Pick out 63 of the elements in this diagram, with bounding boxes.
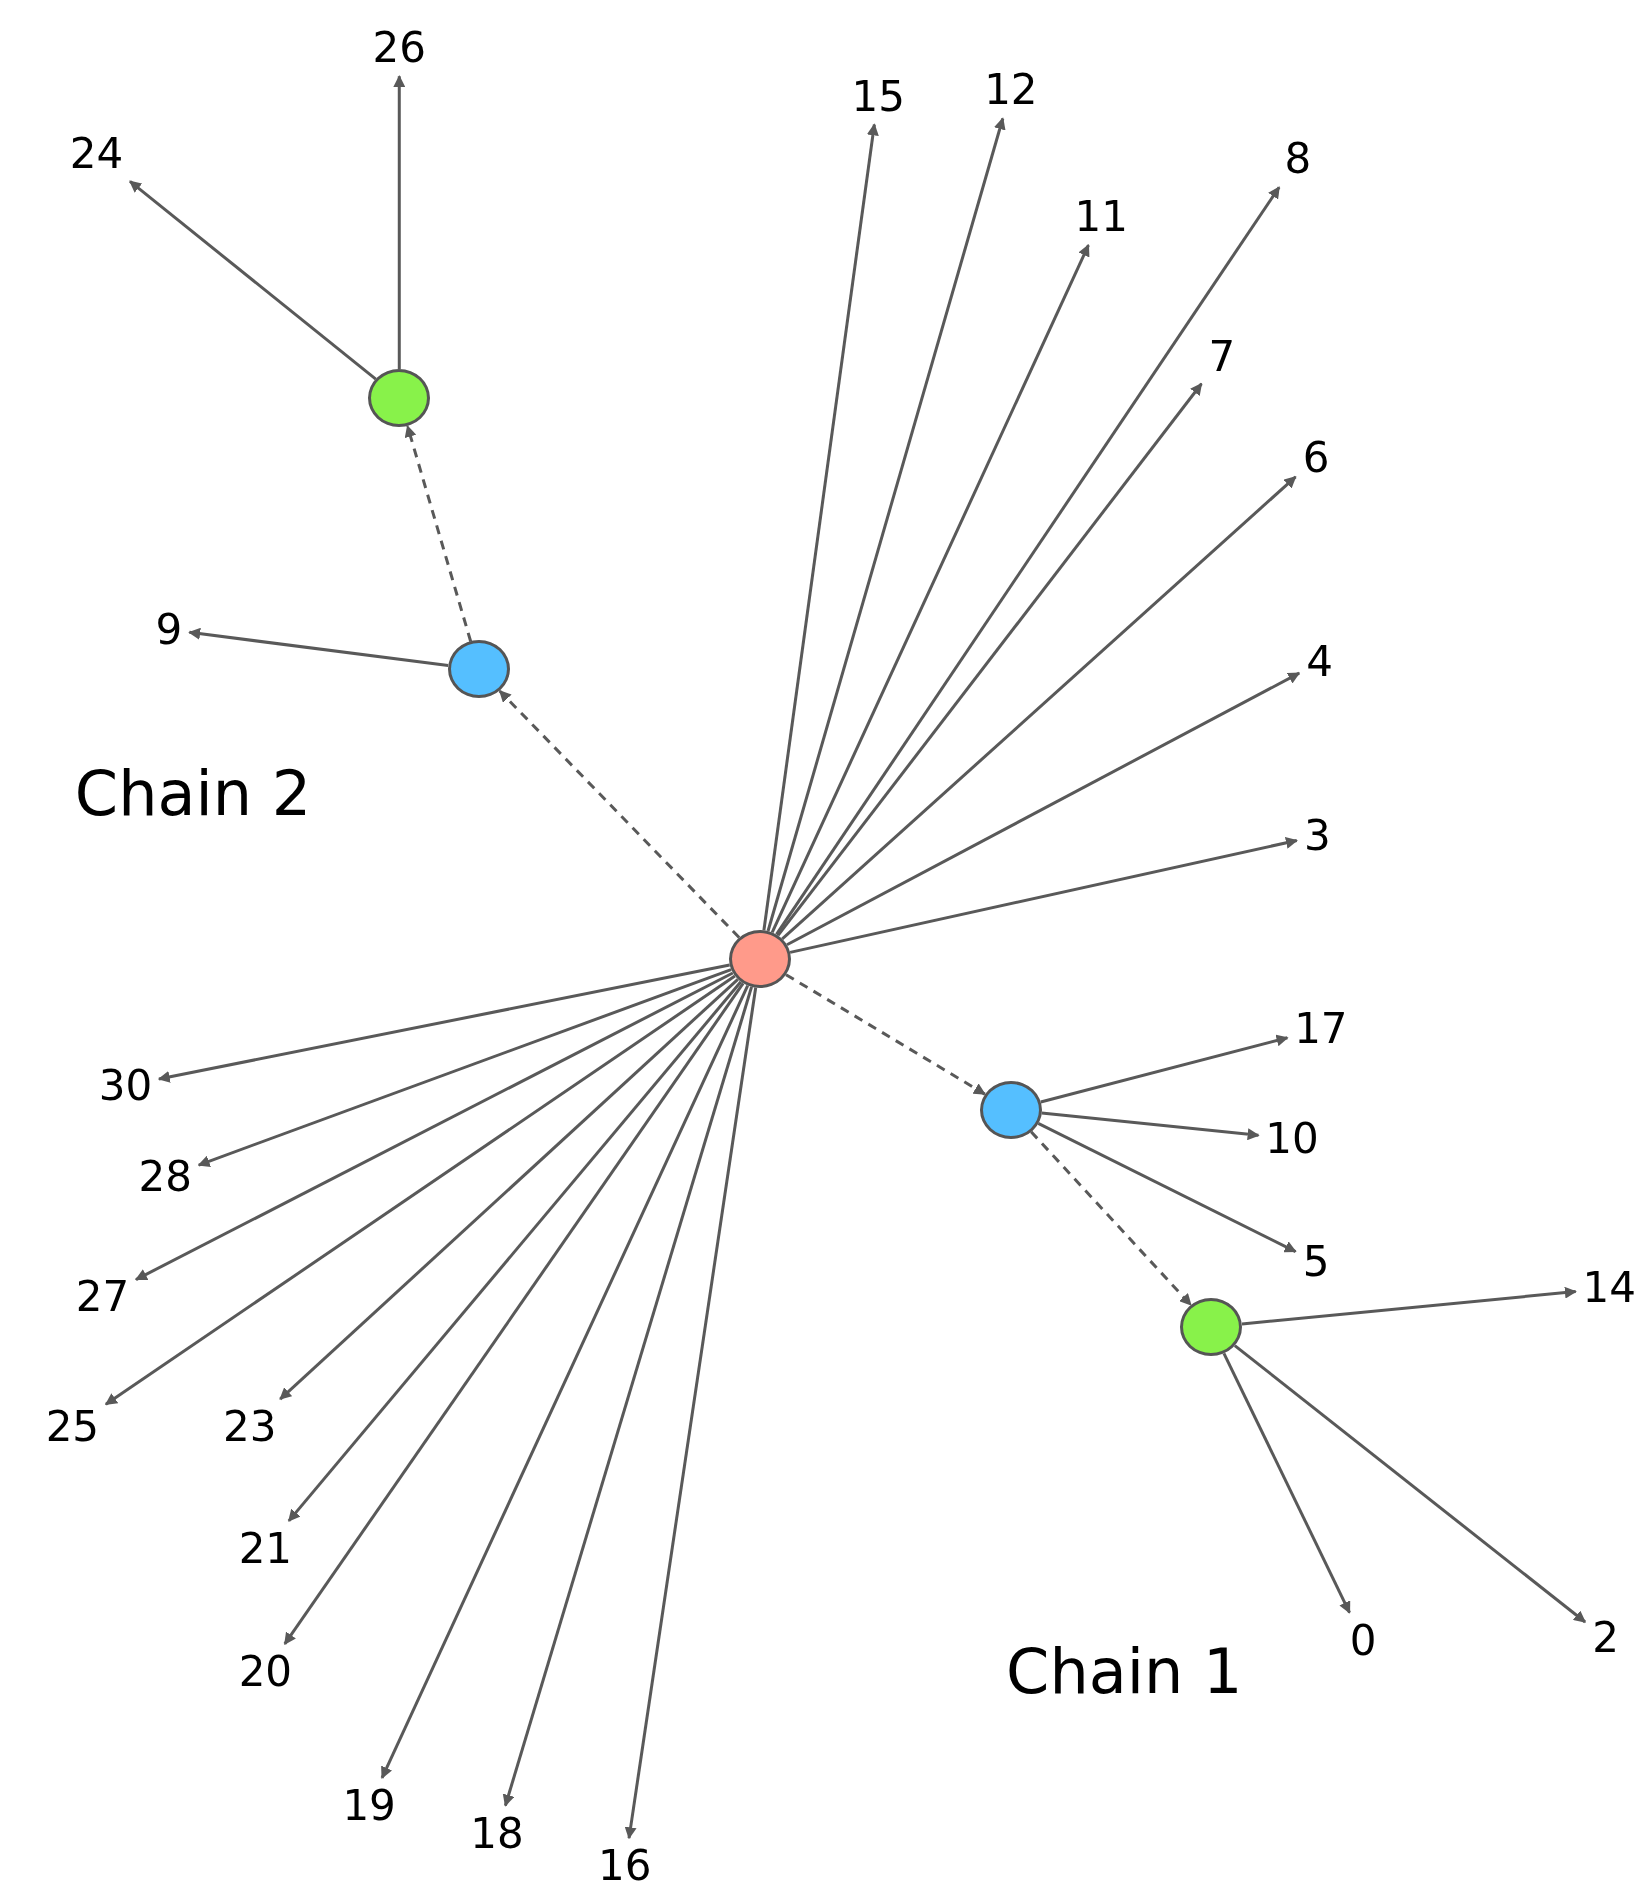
- node-number: 6: [1298, 433, 1334, 484]
- arrow: [134, 971, 734, 1281]
- arrow: [1233, 1344, 1586, 1624]
- node-number: 30: [94, 1060, 157, 1111]
- arrow: [404, 424, 473, 642]
- arrow: [776, 382, 1203, 937]
- arrow: [624, 987, 758, 1840]
- node-number: 24: [65, 129, 128, 180]
- circle-node: [728, 930, 791, 988]
- node-number: 18: [466, 1808, 528, 1859]
- arrow: [1030, 1130, 1192, 1306]
- node-number: 2: [1588, 1613, 1623, 1664]
- arrow: [781, 475, 1297, 940]
- arrow: [789, 836, 1298, 954]
- node-number: 27: [71, 1271, 134, 1322]
- arrow: [279, 978, 739, 1401]
- arrow: [766, 117, 1006, 932]
- arrow: [785, 973, 986, 1096]
- node-number: 11: [1070, 192, 1133, 243]
- node-number: 9: [151, 604, 187, 655]
- circle-node: [979, 1080, 1042, 1139]
- arrow: [786, 671, 1301, 947]
- node-number: 19: [338, 1780, 400, 1831]
- arrow: [1041, 1111, 1260, 1141]
- arrow: [188, 627, 449, 668]
- node-number: 21: [234, 1523, 297, 1574]
- arrow: [1037, 1122, 1297, 1253]
- node-number: 14: [1578, 1263, 1640, 1314]
- arrow: [129, 180, 377, 381]
- arrow: [380, 985, 750, 1779]
- arrow: [104, 974, 736, 1406]
- node-number: 17: [1290, 1003, 1352, 1055]
- node-number: 8: [1280, 134, 1316, 185]
- node-number: 7: [1204, 331, 1240, 383]
- arrow: [1241, 1286, 1577, 1326]
- node-number: 12: [980, 65, 1042, 116]
- arrow: [498, 689, 741, 939]
- node-number: 15: [847, 71, 909, 122]
- chain-label: Chain 2: [74, 756, 312, 830]
- arrow: [770, 244, 1090, 933]
- node-number: 20: [234, 1646, 297, 1697]
- node-number: 25: [41, 1401, 104, 1453]
- arrow: [1040, 1034, 1289, 1104]
- node-number: 4: [1302, 637, 1338, 688]
- node-number: 10: [1261, 1113, 1323, 1164]
- chain-label: Chain 1: [1006, 1634, 1243, 1708]
- node-number: 0: [1345, 1615, 1381, 1666]
- arrow: [157, 963, 730, 1083]
- node-number: 23: [218, 1401, 281, 1453]
- node-number: 5: [1298, 1236, 1334, 1287]
- node-number: 28: [134, 1152, 196, 1203]
- node-number: 26: [368, 23, 430, 74]
- arrow: [775, 186, 1281, 936]
- arrow: [1222, 1352, 1351, 1614]
- node-number: 3: [1299, 810, 1335, 862]
- circle-node: [1180, 1297, 1243, 1356]
- arrow: [502, 986, 753, 1807]
- node-number: 16: [594, 1841, 656, 1891]
- arrow: [393, 75, 406, 370]
- arrow: [287, 980, 742, 1522]
- arrow: [762, 123, 879, 931]
- arrow: [283, 982, 745, 1645]
- arrow: [197, 968, 732, 1167]
